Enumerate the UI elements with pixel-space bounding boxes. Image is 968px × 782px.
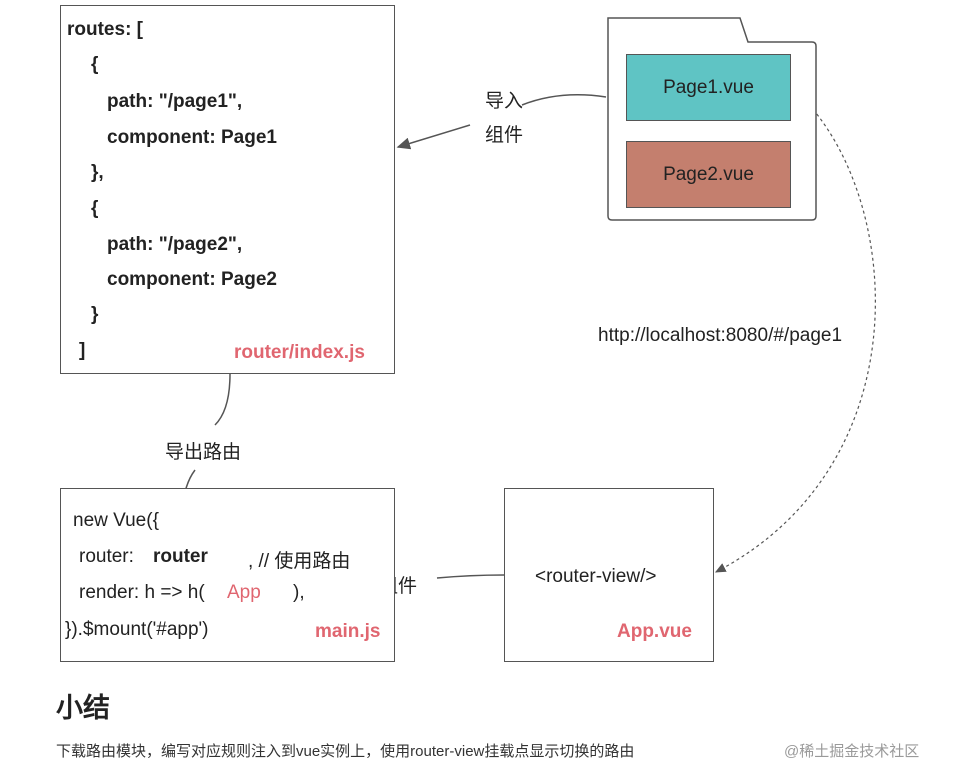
import-arrow-head [396,124,471,150]
app-vue-filename: App.vue [617,621,692,642]
main-line4: }).$mount('#app') [65,619,209,640]
code-line: path: "/page2", [107,234,243,255]
main-line2-key: router: [79,546,134,567]
export-line-top [214,373,231,426]
watermark: @稀土掘金技术社区 [784,743,920,760]
import-label-line1: 导入 [485,91,524,112]
page2-vue-label: Page2.vue [663,163,754,185]
code-line: { [91,54,99,75]
summary-heading: 小结 [56,693,110,723]
main-line2-value: router [153,546,208,567]
main-js-filename: main.js [315,621,381,642]
code-line: { [91,198,99,219]
router-index-filename: router/index.js [234,342,365,363]
app-vue-box: <router-view/> App.vue [504,488,714,662]
code-line: } [91,304,99,325]
main-line3-suffix: ), [293,582,305,603]
router-index-box: routes: [ { path: "/page1", component: P… [60,5,395,374]
router-view-tag: <router-view/> [535,566,657,587]
code-line: ] [79,340,86,361]
page1-vue-box: Page1.vue [626,54,791,121]
code-line: path: "/page1", [107,91,243,112]
page1-vue-label: Page1.vue [663,76,754,98]
export-routes-label: 导出路由 [165,442,242,463]
code-line: }, [91,162,104,183]
code-line: component: Page2 [107,269,277,290]
import-label-line2: 组件 [485,125,524,146]
code-line: routes: [ [67,19,143,40]
main-js-box: new Vue({ router: router , // 使用路由 rende… [60,488,395,662]
url-label: http://localhost:8080/#/page1 [598,325,843,346]
root-line [436,574,505,579]
main-line3-prefix: render: h => h( [79,582,205,603]
code-line: component: Page1 [107,127,277,148]
main-line3-app: App [227,582,261,603]
import-arrow [521,94,607,106]
main-line1: new Vue({ [73,510,159,531]
summary-text: 下载路由模块，编写对应规则注入到vue实例上，使用router-view挂载点显… [56,743,635,760]
page2-vue-box: Page2.vue [626,141,791,208]
main-line2-comment: , // 使用路由 [248,551,351,572]
